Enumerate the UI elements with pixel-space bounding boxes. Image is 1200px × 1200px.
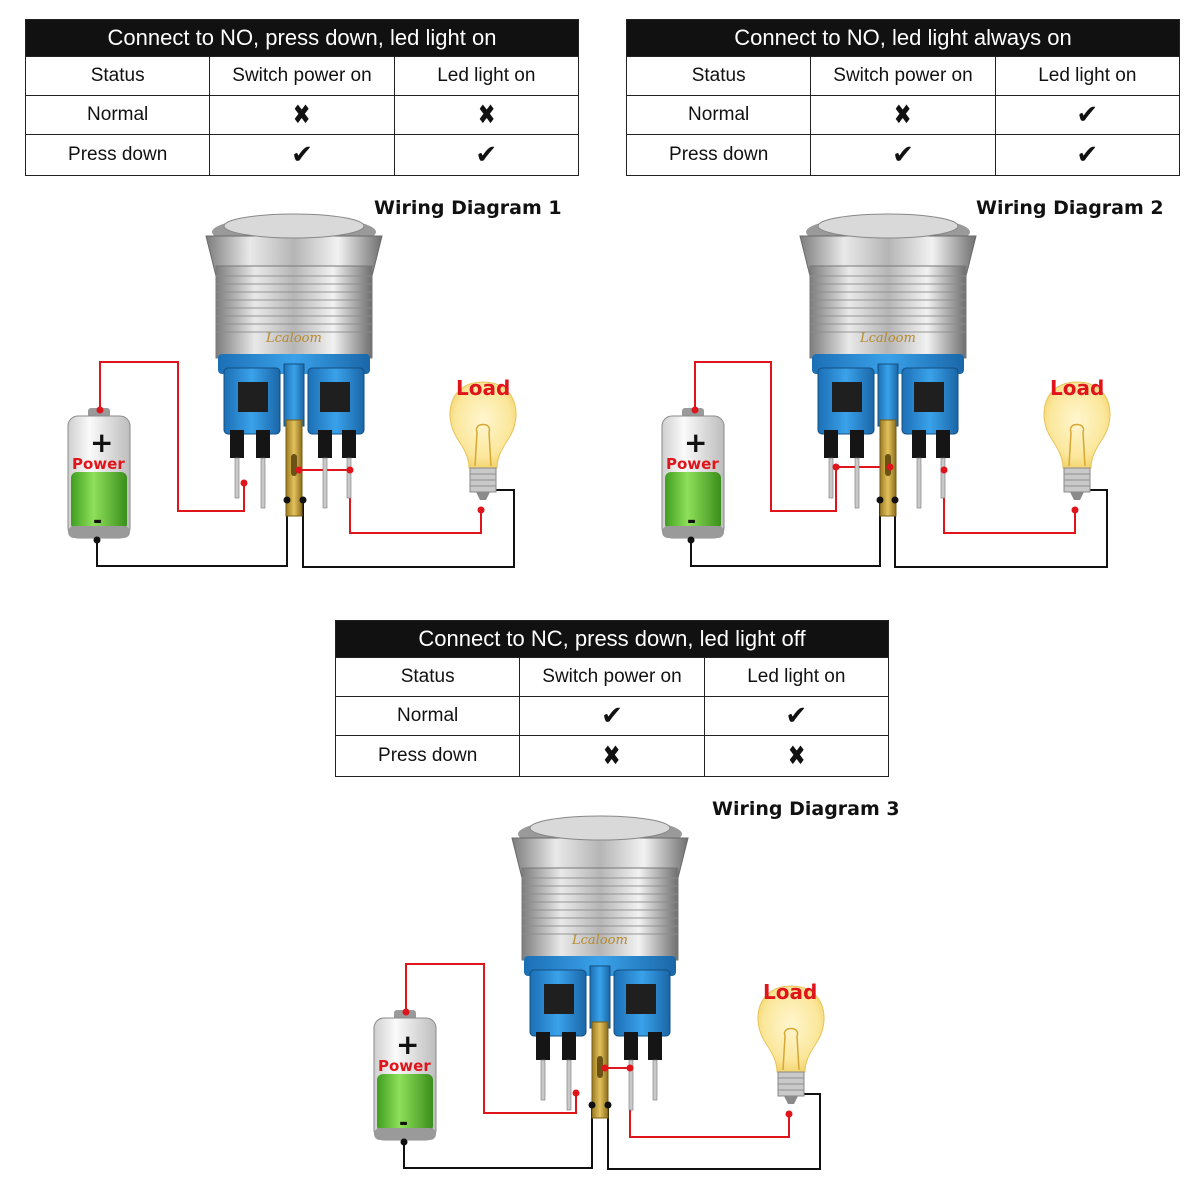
column-header-status: Status [691,65,746,86]
power-label: Power [666,455,719,473]
diagram-title-2: Wiring Diagram 2 [976,197,1164,219]
diagram-title-3: Wiring Diagram 3 [712,798,900,820]
load-label: Load [763,980,817,1004]
red-wire [605,1067,790,1138]
row-status-normal: Normal [87,104,149,125]
black-wire [690,500,881,567]
black-wire [894,489,1108,568]
plus-sign: + [396,1028,419,1061]
load-label: Load [456,376,510,400]
check-mark-icon: ✔ [1076,100,1099,130]
table-title: Connect to NO, led light always on [627,20,1179,56]
row-status-press-down: Press down [378,745,478,766]
check-mark-icon: ✔ [1076,140,1099,170]
diagram-title-1: Wiring Diagram 1 [374,197,562,219]
row-status-press-down: Press down [68,144,168,165]
column-header-led-light: Led light on [994,57,1179,95]
row-status-normal: Normal [397,705,459,726]
cross-mark-icon: ✖ [477,98,496,131]
push-switch-icon [511,815,689,1119]
check-mark-icon: ✔ [785,701,808,731]
cross-mark-icon: ✖ [894,98,912,131]
black-wire [607,1093,821,1170]
minus-sign: - [399,1111,408,1136]
column-header-switch-power: Switch power on [519,658,703,696]
row-status-normal: Normal [688,104,750,125]
minus-sign: - [687,509,696,534]
minus-sign: - [93,509,102,534]
column-header-led-light: Led light on [393,57,578,95]
check-mark-icon: ✔ [291,140,313,170]
cross-mark-icon: ✖ [293,98,311,131]
truth-table-1: Connect to NO, press down, led light on … [25,19,579,176]
black-wire [96,500,288,567]
black-wire [403,1105,593,1169]
row-status-press-down: Press down [669,144,769,165]
power-label: Power [72,455,125,473]
table-title: Connect to NO, press down, led light on [26,20,578,56]
truth-table-3: Connect to NC, press down, led light off… [335,620,889,777]
black-wire [302,489,515,568]
truth-table-2: Connect to NO, led light always on Statu… [626,19,1180,176]
cross-mark-icon: ✖ [787,739,806,772]
column-header-switch-power: Switch power on [209,57,393,95]
cross-mark-icon: ✖ [603,739,621,772]
red-wire [99,361,245,512]
column-header-switch-power: Switch power on [810,57,994,95]
check-mark-icon: ✔ [475,140,498,170]
check-mark-icon: ✔ [892,140,914,170]
load-label: Load [1050,376,1104,400]
plus-sign: + [684,426,707,459]
column-header-led-light: Led light on [703,658,888,696]
column-header-status: Status [90,65,145,86]
column-header-status: Status [400,666,455,687]
plus-sign: + [90,426,113,459]
check-mark-icon: ✔ [601,701,623,731]
power-label: Power [378,1057,431,1075]
red-wire [943,470,1076,534]
red-wire [299,469,482,534]
table-title: Connect to NC, press down, led light off [336,621,888,657]
red-wire [405,963,577,1114]
